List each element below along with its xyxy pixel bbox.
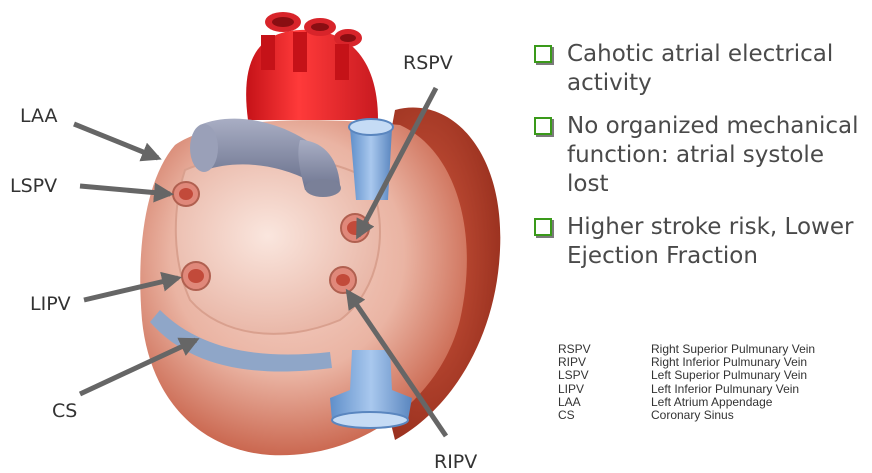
- legend-full: Left Inferior Pulmunary Vein: [651, 383, 799, 396]
- checkbox-bullet-icon: [534, 218, 552, 236]
- bullet-item: Higher stroke risk, Lower Ejection Fract…: [534, 213, 869, 271]
- legend-abbr: LIPV: [558, 383, 651, 396]
- bullet-item: Cahotic atrial electrical activity: [534, 40, 869, 98]
- superior-vena-cava: [349, 119, 393, 200]
- bullet-text: No organized mechanical function: atrial…: [567, 112, 869, 199]
- legend-abbr: CS: [558, 409, 651, 422]
- legend-full: Left Superior Pulmunary Vein: [651, 369, 807, 382]
- lipv-label: LIPV: [30, 295, 71, 314]
- legend-full: Coronary Sinus: [651, 409, 734, 422]
- checkbox-bullet-icon: [534, 117, 552, 135]
- bullet-list: Cahotic atrial electrical activity No or…: [534, 40, 869, 285]
- laa-arrow: [74, 124, 158, 158]
- legend-row: CS Coronary Sinus: [558, 409, 815, 422]
- bullet-text: Higher stroke risk, Lower Ejection Fract…: [567, 213, 869, 271]
- left-atrium: [176, 156, 380, 334]
- laa-label: LAA: [20, 107, 58, 126]
- bullet-text: Cahotic atrial electrical activity: [567, 40, 869, 98]
- cs-label: CS: [52, 402, 77, 421]
- rspv-label: RSPV: [403, 54, 453, 73]
- ripv-label: RIPV: [434, 453, 477, 472]
- legend-row: LIPV Left Inferior Pulmunary Vein: [558, 383, 815, 396]
- checkbox-bullet-icon: [534, 45, 552, 63]
- bullet-item: No organized mechanical function: atrial…: [534, 112, 869, 199]
- lspv-label: LSPV: [10, 177, 57, 196]
- abbreviation-legend: RSPV Right Superior Pulmunary Vein RIPV …: [558, 343, 815, 422]
- legend-abbr: LSPV: [558, 369, 651, 382]
- legend-row: LSPV Left Superior Pulmunary Vein: [558, 369, 815, 382]
- aorta: [246, 12, 378, 120]
